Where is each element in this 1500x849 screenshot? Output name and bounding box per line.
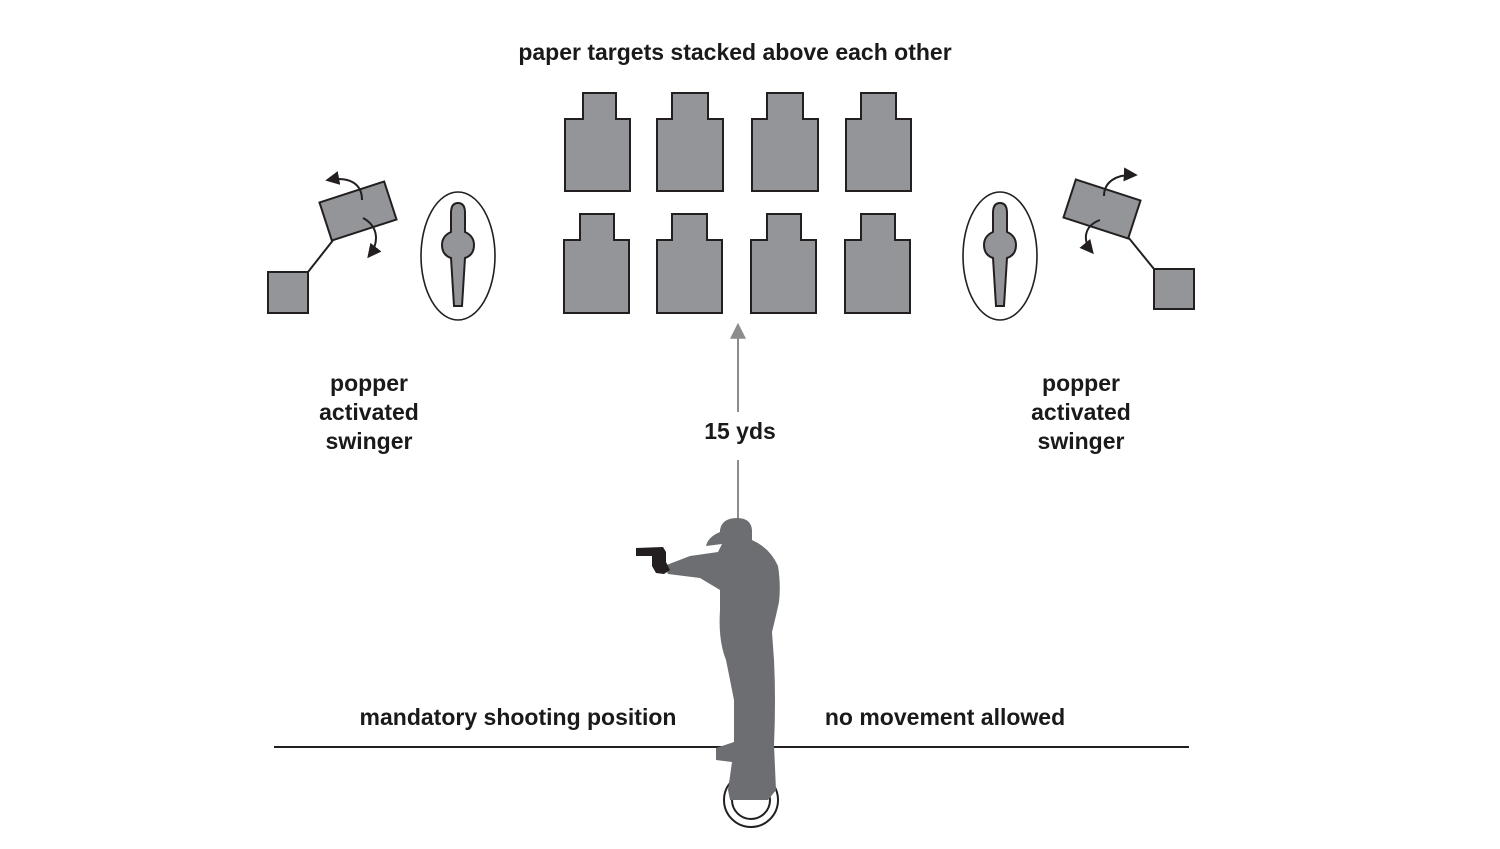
left-zone-label: mandatory shooting position (359, 704, 677, 730)
right-popper (1153, 268, 1195, 310)
right-zone-label: no movement allowed (824, 704, 1066, 730)
title-label: paper targets stacked above each other (518, 39, 952, 65)
paper-target (751, 92, 819, 192)
paper-target (656, 213, 723, 314)
left-swinger (267, 171, 496, 321)
paper-target (564, 92, 631, 192)
left-swinger-label-line3: swinger (325, 428, 413, 454)
right-swinger (962, 167, 1195, 321)
right-swinger-label-line2: activated (1031, 399, 1131, 425)
right-swinger-label-line1: popper (1042, 370, 1120, 396)
paper-target (750, 213, 817, 314)
paper-target (845, 92, 912, 192)
left-popper (267, 271, 309, 314)
pistol-icon (636, 547, 670, 574)
rotation-arrow-icon (325, 171, 363, 201)
paper-target (844, 213, 911, 314)
paper-target (656, 92, 724, 192)
rotation-arrow-icon (362, 217, 382, 259)
right-swinger-plate (1062, 178, 1142, 240)
left-swinger-plate (318, 180, 398, 242)
paper-target (563, 213, 630, 314)
rotation-arrow-icon (1079, 219, 1101, 255)
paper-targets (563, 92, 912, 314)
left-swinger-target (440, 201, 476, 307)
right-swinger-target (982, 201, 1018, 307)
left-swinger-label-line1: popper (330, 370, 408, 396)
shooter-silhouette (636, 518, 780, 800)
left-swinger-label-line2: activated (319, 399, 419, 425)
distance-label: 15 yds (704, 418, 776, 444)
right-swinger-label-line3: swinger (1037, 428, 1125, 454)
rotation-arrow-icon (1103, 167, 1138, 197)
